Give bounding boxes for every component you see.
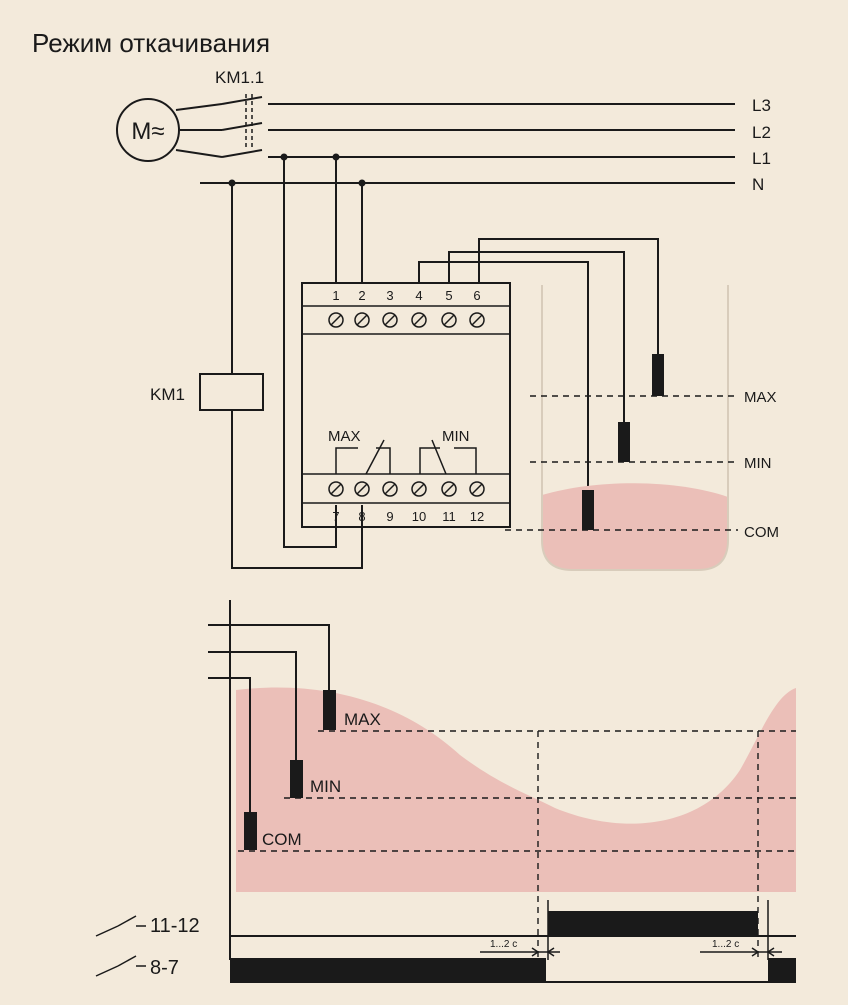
contact-label-min: MIN [442, 428, 470, 445]
channel-11-12: 11-12 [95, 911, 796, 937]
timing-probe-com [244, 812, 257, 850]
channel-8-7: 8-7 [95, 955, 796, 983]
terminal-label: 7 [332, 509, 339, 524]
motor-symbol: M≈ [116, 98, 223, 162]
tank-level-min: MIN [744, 455, 772, 472]
tank-wall [541, 285, 729, 571]
tank: MAX MIN COM [505, 285, 779, 571]
top-terminal-screws [328, 312, 485, 328]
bottom-terminal-screws [328, 481, 485, 497]
state-on-11-12 [548, 911, 758, 936]
contactor-label: KM1.1 [215, 68, 264, 87]
terminal-label: 1 [332, 288, 339, 303]
coil-label: KM1 [150, 385, 185, 404]
delay-label: 1...2 с [490, 939, 517, 950]
timing-level-com: COM [262, 830, 302, 849]
tank-level-max: MAX [744, 389, 777, 406]
relay-contacts: MAX MIN [328, 428, 477, 475]
channel-label-8-7: 8-7 [150, 957, 179, 979]
bottom-terminal-labels: 7 8 9 10 11 12 [332, 509, 484, 524]
phase-label-l2: L2 [752, 123, 771, 142]
motor-circle [116, 98, 180, 162]
level-relay: 1 2 3 4 5 6 MAX MIN [301, 282, 511, 528]
terminal-label: 2 [358, 288, 365, 303]
timing-probe-min [290, 760, 303, 798]
delay-marker-2: 1...2 с [700, 900, 782, 960]
relay-housing [301, 282, 511, 528]
timing-diagram: MAX MIN COM 11-12 8-7 1...2 [95, 600, 796, 983]
top-terminal-labels: 1 2 3 4 5 6 [332, 288, 480, 303]
phase-label-n: N [752, 175, 764, 194]
terminal-label: 3 [386, 288, 393, 303]
timing-level-max: MAX [344, 710, 381, 729]
channel-label-11-12: 11-12 [150, 915, 200, 937]
delay-marker-1: 1...2 с [480, 900, 560, 960]
delay-label: 1...2 с [712, 939, 739, 950]
coil-box [199, 373, 264, 411]
terminal-label: 11 [442, 509, 456, 524]
phase-label-l1: L1 [752, 149, 771, 168]
timing-level-min: MIN [310, 777, 341, 796]
terminal-label: 8 [358, 509, 365, 524]
probe-max [652, 354, 664, 396]
timing-liquid-area [236, 687, 796, 892]
terminal-label: 6 [473, 288, 480, 303]
power-lines: L3 L2 L1 N [200, 96, 771, 194]
tank-level-com: COM [744, 524, 779, 541]
junctions [228, 153, 366, 187]
terminal-label: 5 [445, 288, 452, 303]
timing-probe-max [323, 690, 336, 730]
tank-liquid [542, 483, 728, 570]
state-on-8-7-a [230, 958, 546, 982]
motor-label: M≈ [131, 118, 164, 145]
terminal-label: 4 [415, 288, 422, 303]
probe-min [618, 422, 630, 462]
terminal-label: 12 [470, 509, 484, 524]
diagram-title: Режим откачивания [32, 28, 270, 58]
probe-com [582, 490, 594, 530]
coil-km1: KM1 [150, 373, 264, 411]
state-on-8-7-b [768, 958, 796, 982]
contact-label-max: MAX [328, 428, 361, 445]
terminal-label: 9 [386, 509, 393, 524]
contactor-km1-1: KM1.1 [215, 68, 264, 158]
phase-label-l3: L3 [752, 96, 771, 115]
terminal-label: 10 [412, 509, 426, 524]
